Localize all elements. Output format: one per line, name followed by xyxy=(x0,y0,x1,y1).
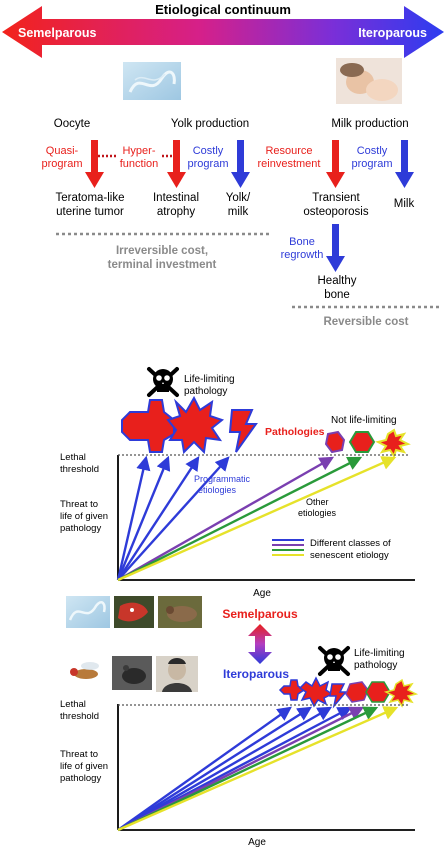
iteroparous-center-label: Iteroparous xyxy=(223,667,289,681)
not-life-limiting-label: Not life-limiting xyxy=(331,415,397,426)
costly-program-label-1b: program xyxy=(188,158,229,170)
costly-program-label-2b: program xyxy=(352,158,393,170)
middle-ylabel-1: Threat to xyxy=(60,499,98,510)
arrow-bone-regrowth xyxy=(326,224,345,272)
bottom-lethal-threshold-label-1: Lethal xyxy=(60,699,86,710)
photo-marsupial-mouse xyxy=(158,596,202,628)
bottom-life-limiting-label-1: Life-limiting xyxy=(354,648,405,659)
photo-octopus xyxy=(114,596,154,628)
bottom-lethal-threshold-label-2: threshold xyxy=(60,711,99,722)
middle-legend xyxy=(272,539,304,556)
costly-program-label-2a: Costly xyxy=(357,145,388,157)
mother-baby-photo xyxy=(336,58,402,104)
bottom-xlabel: Age xyxy=(248,837,266,848)
photo-man-portrait xyxy=(156,656,198,692)
bottom-pathology-shapes xyxy=(278,676,419,709)
milk-label: Milk xyxy=(394,198,415,210)
bone-regrowth-label-1: Bone xyxy=(289,236,315,248)
life-limiting-label-2: pathology xyxy=(184,386,227,397)
skull-crossbones-icon-bottom xyxy=(318,646,350,676)
legend-label-2: senescent etiology xyxy=(310,550,389,561)
yolk-milk-label-1: Yolk/ xyxy=(226,192,251,204)
irreversible-cost-label-1: Irreversible cost, xyxy=(116,245,208,257)
milk-production-label: Milk production xyxy=(331,118,408,130)
worm-photo xyxy=(123,62,181,100)
yolk-milk-label-2: milk xyxy=(228,206,249,218)
healthy-bone-label-1: Healthy xyxy=(318,275,357,287)
pathology-shape-star4 xyxy=(121,399,175,453)
healthy-bone-label-2: bone xyxy=(324,289,350,301)
intestinal-atrophy-label-1: Intestinal xyxy=(153,192,199,204)
double-headed-arrow xyxy=(248,624,272,664)
pathology-shape-burst xyxy=(166,395,225,455)
iteroparous-end-label: Iteroparous xyxy=(358,26,427,40)
intestinal-atrophy-label-2: atrophy xyxy=(157,206,196,218)
arrow-quasi-program xyxy=(85,140,104,188)
teratoma-label-1: Teratoma-like xyxy=(55,192,124,204)
bottom-trajectories xyxy=(117,706,399,832)
arrow-costly-program-1 xyxy=(231,140,250,188)
other-etiologies-label-2: etiologies xyxy=(298,508,337,518)
teratoma-label-2: uterine tumor xyxy=(56,206,124,218)
yolk-production-label: Yolk production xyxy=(171,118,249,130)
hyper-function-label-1: Hyper- xyxy=(122,145,155,157)
bottom-trajectory-yellow xyxy=(117,706,399,832)
trajectory-blue-3 xyxy=(116,455,200,581)
middle-ylabel-2: life of given xyxy=(60,511,108,522)
resource-reinvestment-label-1: Resource xyxy=(265,145,312,157)
middle-trajectories xyxy=(116,455,397,582)
middle-lethal-threshold-label-2: threshold xyxy=(60,464,99,475)
trajectory-green xyxy=(117,456,363,582)
pathologies-label: Pathologies xyxy=(265,426,325,438)
semelparous-center-label: Semelparous xyxy=(222,607,298,621)
arrow-hyper-function xyxy=(167,140,186,188)
bottom-ylabel-2: life of given xyxy=(60,761,108,772)
middle-lethal-threshold-label-1: Lethal xyxy=(60,452,86,463)
life-limiting-label-1: Life-limiting xyxy=(184,374,235,385)
reversible-cost-label: Reversible cost xyxy=(323,316,408,328)
bottom-life-limiting-label-2: pathology xyxy=(354,660,397,671)
skull-crossbones-icon xyxy=(147,367,179,397)
quasi-program-label-2: program xyxy=(42,158,83,170)
trajectory-blue-1 xyxy=(116,455,151,581)
transient-osteoporosis-label-1: Transient xyxy=(312,192,360,204)
other-etiologies-label-1: Other xyxy=(306,497,329,507)
programmatic-label-2: etiologies xyxy=(198,485,237,495)
arrow-resource-reinvestment xyxy=(326,140,345,188)
bottom-trajectory-blue-3 xyxy=(117,706,333,832)
irreversible-cost-label-2: terminal investment xyxy=(108,259,217,271)
arrow-costly-program-2 xyxy=(395,140,414,188)
transient-osteoporosis-label-2: osteoporosis xyxy=(303,206,368,218)
photo-mouse xyxy=(112,656,152,690)
hyper-function-label-2: function xyxy=(120,158,159,170)
oocyte-label: Oocyte xyxy=(54,118,90,130)
middle-ylabel-3: pathology xyxy=(60,523,101,534)
middle-xlabel: Age xyxy=(253,588,271,599)
bottom-trajectory-green xyxy=(117,706,379,832)
bone-regrowth-label-2: regrowth xyxy=(281,249,324,261)
semelparous-end-label: Semelparous xyxy=(18,26,97,40)
resource-reinvestment-label-2: reinvestment xyxy=(258,158,321,170)
trajectory-yellow xyxy=(117,456,397,582)
trajectory-blue-2 xyxy=(116,455,171,581)
pathology-shape-heptagon xyxy=(324,430,346,454)
continuum-arrow xyxy=(2,6,444,58)
bottom-trajectory-blue-2 xyxy=(117,706,313,832)
pathology-shape-hexagon xyxy=(348,431,376,453)
trajectory-purple xyxy=(117,456,335,582)
legend-label-1: Different classes of xyxy=(310,538,391,549)
programmatic-label-1: Programmatic xyxy=(194,474,251,484)
bottom-ylabel-1: Threat to xyxy=(60,749,98,760)
continuum-title: Etiological continuum xyxy=(155,2,291,17)
photo-worm-2 xyxy=(66,596,110,628)
quasi-program-label-1: Quasi- xyxy=(46,145,79,157)
pathology-shape-bolt xyxy=(228,409,258,453)
photo-fly xyxy=(60,656,106,688)
costly-program-label-1a: Costly xyxy=(193,145,224,157)
bottom-ylabel-3: pathology xyxy=(60,773,101,784)
trajectory-blue-4 xyxy=(117,456,230,581)
pathology-shape-spark xyxy=(375,428,411,459)
bottom-trajectory-blue-1 xyxy=(117,706,292,831)
